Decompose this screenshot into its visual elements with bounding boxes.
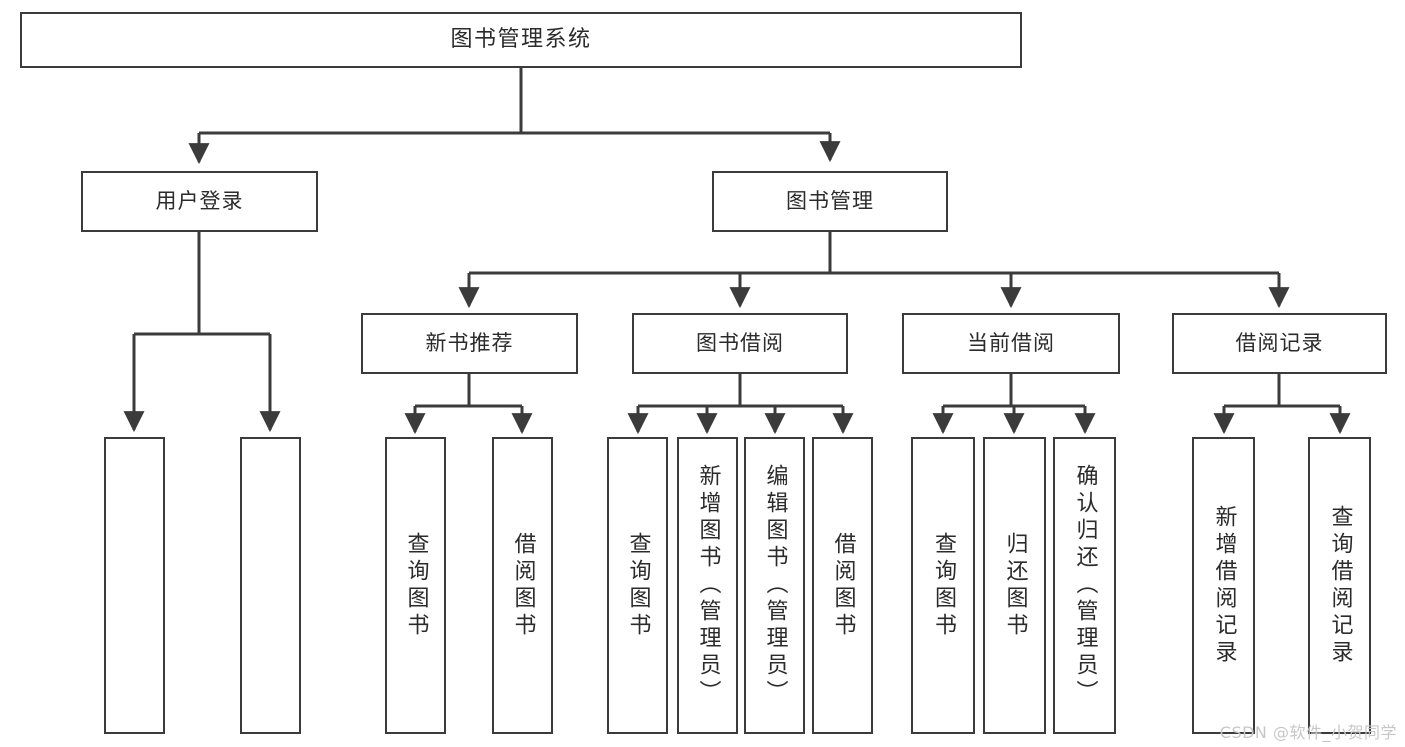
leaf-borrow-books-borrow[interactable]: 借阅图书 [812, 437, 873, 734]
node-label: 图书借阅 [696, 331, 784, 356]
leaf-borrow-books-newbook[interactable]: 借阅图书 [492, 437, 553, 734]
node-user-login[interactable]: 用户登录 [81, 171, 318, 232]
leaf-confirm-return-admin[interactable]: 确认归还（管理员） [1053, 437, 1116, 734]
leaf-return-books[interactable]: 归还图书 [983, 437, 1046, 734]
node-label: 图书管理 [786, 189, 874, 214]
node-label: 新书推荐 [425, 331, 514, 356]
leaf-user-login[interactable] [104, 437, 165, 734]
node-label: 归还图书 [1002, 531, 1028, 640]
node-new-book-recommendation[interactable]: 新书推荐 [361, 313, 578, 374]
node-root-book-management-system[interactable]: 图书管理系统 [20, 12, 1022, 68]
node-label: 编辑图书（管理员） [762, 464, 788, 707]
node-book-borrowing[interactable]: 图书借阅 [632, 313, 848, 374]
node-label: 查询图书 [403, 531, 429, 640]
node-label: 借阅图书 [510, 531, 536, 640]
leaf-add-borrowing-record[interactable]: 新增借阅记录 [1192, 437, 1255, 734]
node-label: 当前借阅 [967, 331, 1055, 356]
node-label: 新增图书（管理员） [695, 464, 721, 707]
node-label: 用户登录 [155, 189, 244, 214]
node-label: 确认归还（管理员） [1072, 464, 1098, 707]
node-current-borrowing[interactable]: 当前借阅 [902, 313, 1120, 374]
leaf-logout[interactable] [240, 437, 301, 734]
node-label: 新增借阅记录 [1211, 504, 1237, 667]
node-borrowing-records[interactable]: 借阅记录 [1172, 313, 1387, 374]
leaf-edit-book-admin[interactable]: 编辑图书（管理员） [744, 437, 805, 734]
node-label: 查询图书 [930, 531, 956, 640]
leaf-query-books-current[interactable]: 查询图书 [911, 437, 975, 734]
node-label: 图书管理系统 [450, 27, 592, 53]
node-label: 借阅记录 [1235, 331, 1324, 356]
leaf-query-borrowing-record[interactable]: 查询借阅记录 [1308, 437, 1371, 734]
leaf-add-book-admin[interactable]: 新增图书（管理员） [677, 437, 738, 734]
node-label: 查询借阅记录 [1327, 504, 1353, 667]
node-label: 借阅图书 [830, 531, 856, 640]
leaf-query-books-newbook[interactable]: 查询图书 [385, 437, 446, 734]
leaf-query-books-borrow[interactable]: 查询图书 [607, 437, 668, 734]
node-label: 查询图书 [625, 531, 651, 640]
node-book-management[interactable]: 图书管理 [712, 171, 948, 232]
